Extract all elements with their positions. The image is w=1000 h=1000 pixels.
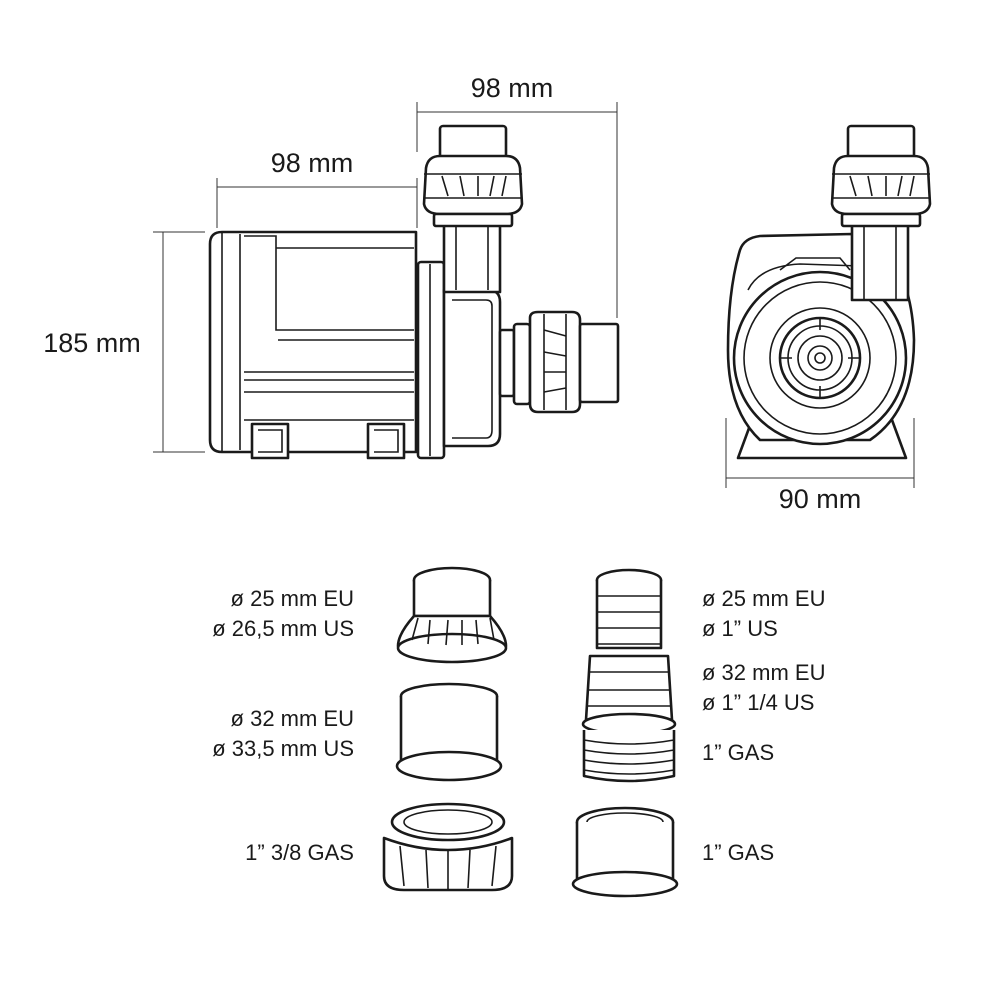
fitting-left-3 xyxy=(382,802,514,892)
left-labels: ø 25 mm EU ø 26,5 mm US ø 32 mm EU ø 33,… xyxy=(212,586,354,865)
fitting-left-1 xyxy=(396,566,508,664)
pump-front-view xyxy=(726,124,932,460)
pump-side-view xyxy=(208,124,620,460)
fitting-left-2 xyxy=(395,682,503,782)
left-label-2a: ø 32 mm EU xyxy=(231,706,354,731)
height-label: 185 mm xyxy=(43,328,141,358)
left-label-1b: ø 26,5 mm US xyxy=(212,616,354,641)
dimension-lines xyxy=(153,102,915,488)
right-label-1b: ø 1” US xyxy=(702,616,778,641)
right-label-4a: 1” GAS xyxy=(702,840,774,865)
right-labels: ø 25 mm EU ø 1” US ø 32 mm EU ø 1” 1/4 U… xyxy=(702,586,825,865)
fitting-right-2 xyxy=(571,806,679,898)
top-width-label: 98 mm xyxy=(471,73,554,103)
left-label-2b: ø 33,5 mm US xyxy=(212,736,354,761)
fitting-right-1 xyxy=(581,568,677,783)
left-label-1a: ø 25 mm EU xyxy=(231,586,354,611)
right-label-3a: 1” GAS xyxy=(702,740,774,765)
side-width-label: 98 mm xyxy=(271,148,354,178)
right-label-2b: ø 1” 1/4 US xyxy=(702,690,814,715)
right-label-2a: ø 32 mm EU xyxy=(702,660,825,685)
front-width-label: 90 mm xyxy=(779,484,862,514)
left-label-3a: 1” 3/8 GAS xyxy=(245,840,354,865)
right-label-1a: ø 25 mm EU xyxy=(702,586,825,611)
